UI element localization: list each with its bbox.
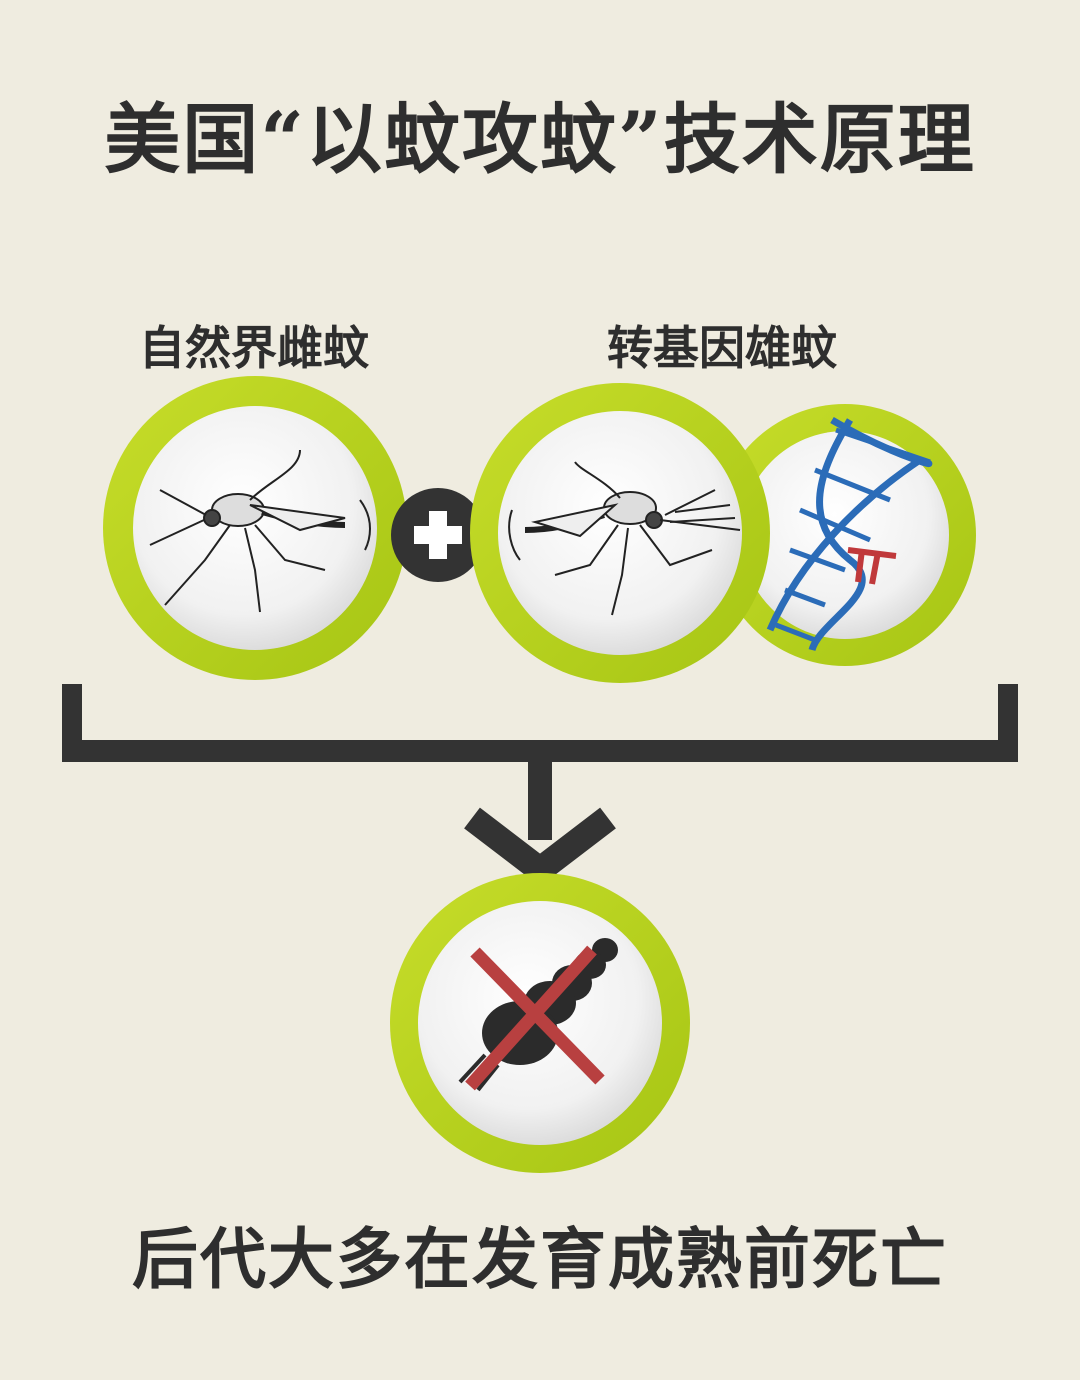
dna-circle [714, 404, 976, 666]
female-mosquito-circle [103, 376, 407, 680]
plus-icon [391, 488, 485, 582]
result-caption: 后代大多在发育成熟前死亡 [132, 1220, 948, 1298]
male-mosquito-icon [508, 461, 741, 616]
merge-bracket [62, 684, 1018, 840]
female-mosquito-icon [149, 449, 371, 613]
arrow-down-icon [464, 807, 616, 887]
page-title: 美国“以蚊攻蚊”技术原理 [104, 95, 976, 184]
male-mosquito-circle [470, 383, 770, 683]
result-circle [390, 873, 690, 1173]
cross-mark-icon [465, 945, 605, 1091]
female-mosquito-label: 自然界雌蚊 [139, 321, 369, 375]
dna-helix-icon [766, 416, 933, 652]
male-mosquito-label: 转基因雄蚊 [607, 321, 837, 375]
